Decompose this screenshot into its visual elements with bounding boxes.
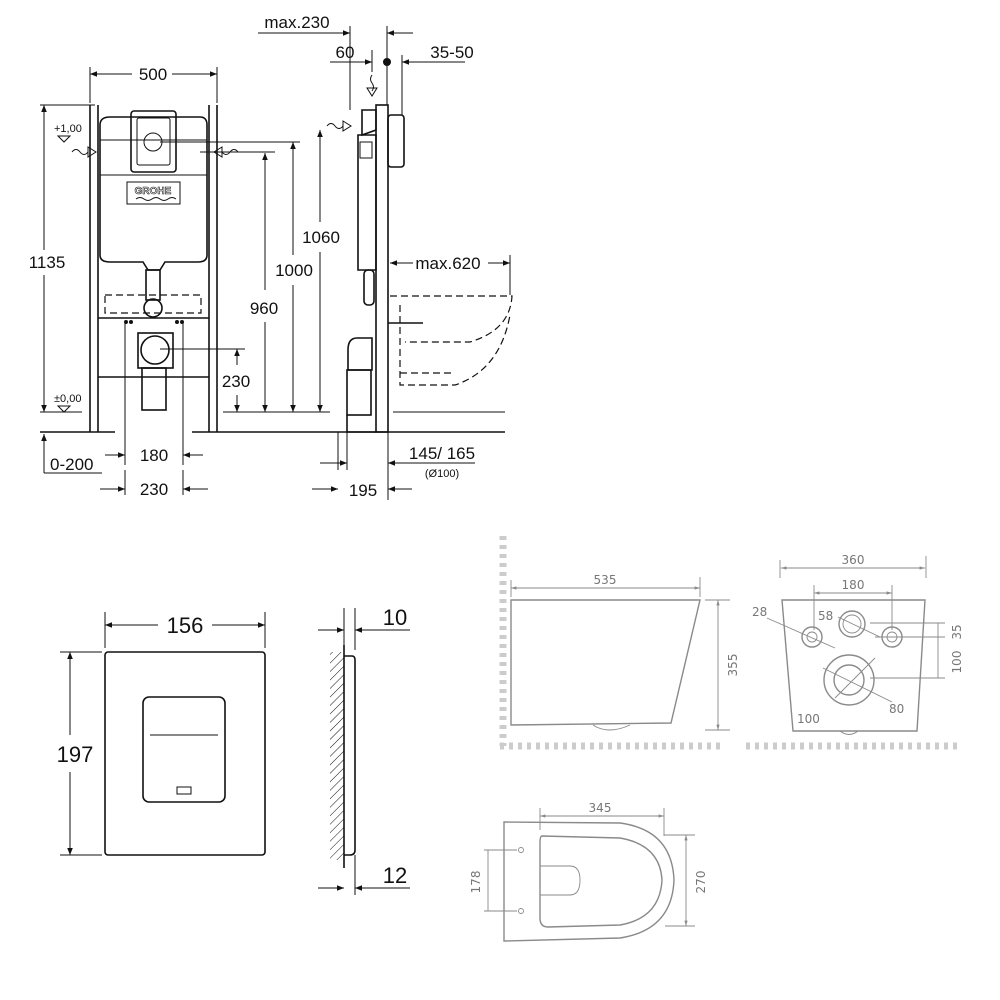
dim-thickness-bottom: 12 — [383, 863, 407, 888]
dim-plate-height: 197 — [57, 742, 94, 767]
frame-side-post — [375, 104, 389, 433]
level-top-label: +1,00 — [54, 123, 82, 135]
flush-button — [142, 696, 226, 803]
bowl-side-view: 535 355 — [499, 536, 740, 750]
dim-bolt-hole: 28 — [752, 605, 767, 619]
bowl-side-outline — [510, 599, 701, 726]
cistern-side — [357, 134, 377, 271]
dim-back-width: 360 — [842, 553, 865, 567]
dim-foot-depth: 195 — [349, 481, 377, 500]
dim-seat-width: 345 — [589, 801, 612, 815]
bowl-back-view: 360 180 28 58 35 100 100 80 — [746, 553, 964, 750]
dim-thickness-top: 10 — [383, 605, 407, 630]
dim-back-bolt-spacing: 180 — [842, 578, 865, 592]
dim-offset: 60 — [336, 43, 355, 62]
dim-bowl-depth: 270 — [694, 871, 708, 894]
wall-hatch — [330, 652, 344, 860]
level-zero-label: ±0,00 — [54, 393, 81, 405]
grohe-logo — [126, 181, 181, 205]
dim-hinge-spacing: 178 — [469, 871, 483, 894]
dim-960: 960 — [250, 299, 278, 318]
dim-plate-depth: 35-50 — [430, 43, 473, 62]
plate-logo — [176, 786, 192, 795]
outlet-inner — [833, 664, 865, 696]
hinge-hole — [518, 847, 524, 853]
flush-plate-front — [104, 651, 266, 856]
flush-plate-side — [387, 114, 405, 168]
bowl-back-outline — [781, 599, 926, 732]
dim-outlet-inner: 80 — [889, 702, 904, 716]
flush-plate-drawing: 156 197 10 12 — [57, 605, 410, 895]
bowl-top-view: 178 345 270 — [469, 801, 708, 942]
brand-logo-text: GROHE — [135, 186, 172, 197]
dim-outlet-height: 230 — [222, 372, 250, 391]
dim-bowl-max: max.620 — [415, 254, 480, 273]
water-inlet-hole — [838, 610, 866, 638]
dim-outlet-diameter: (Ø100) — [425, 468, 459, 480]
bowl-top-outline — [503, 821, 675, 942]
dim-outlet: 145/ 165 — [409, 444, 475, 463]
bolt-hole-left — [801, 626, 823, 648]
hinge-hole — [518, 908, 524, 914]
frame-front-view: GROHE 500 1135 +1,00 — [29, 65, 505, 499]
flush-pipe — [145, 269, 161, 301]
dim-bolt-spacing: 180 — [140, 446, 168, 465]
dim-bowl-height: 355 — [726, 654, 740, 677]
cistern — [99, 116, 208, 271]
dim-outlet-spacing: 230 — [140, 480, 168, 499]
dim-total-height: 1135 — [29, 253, 66, 272]
dim-bowl-length: 535 — [594, 573, 617, 587]
drain-connector — [137, 332, 174, 369]
seat-outline — [539, 835, 663, 928]
level-marker-icon — [56, 135, 72, 143]
dim-1060: 1060 — [302, 228, 340, 247]
dim-vertical-100: 100 — [950, 651, 964, 674]
dim-vertical-35: 35 — [950, 624, 964, 639]
dim-max-depth: max.230 — [264, 13, 329, 32]
dim-outlet-outer: 100 — [797, 712, 820, 726]
outlet-outer — [823, 654, 875, 706]
dim-floor-adjust: 0-200 — [50, 455, 93, 474]
dim-1000: 1000 — [275, 261, 313, 280]
dim-frame-width: 500 — [139, 65, 167, 84]
frame-side-view: max.230 60 35-50 max.620 145/ 165 (Ø100)… — [258, 13, 513, 500]
dim-water-inlet: 58 — [818, 609, 833, 623]
level-marker-icon — [56, 405, 72, 413]
dim-plate-width: 156 — [167, 613, 204, 638]
